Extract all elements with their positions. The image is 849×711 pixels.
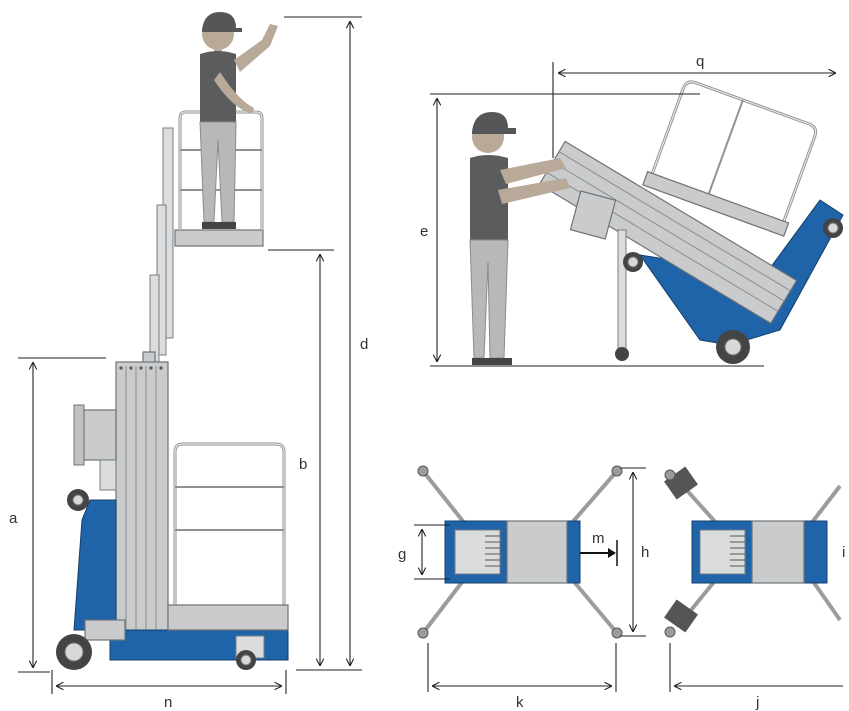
operator-figure-elevated (199, 12, 278, 229)
label-h: h (641, 544, 649, 561)
label-n: n (164, 694, 172, 711)
label-d: d (360, 336, 368, 353)
label-g: g (398, 546, 406, 563)
side-view-lift (56, 110, 289, 670)
dimension-g: g (398, 524, 450, 580)
label-m: m (592, 530, 605, 547)
dimension-m: m (580, 530, 618, 566)
label-e: e (420, 223, 428, 240)
label-a: a (9, 510, 18, 527)
dimension-q: q (552, 53, 836, 158)
label-q: q (696, 53, 704, 70)
label-j: j (755, 694, 759, 711)
tilted-lift (538, 80, 844, 364)
label-k: k (516, 694, 524, 711)
dimension-h: h (620, 467, 649, 637)
label-b: b (299, 456, 307, 473)
top-view-alt-lift (664, 466, 842, 638)
dimension-a: a (9, 357, 106, 673)
dimension-e: e (420, 93, 764, 367)
dimension-n: n (51, 670, 287, 711)
dimension-j: j (669, 643, 843, 711)
dimension-b: b (268, 249, 334, 671)
dimension-k: k (427, 643, 617, 711)
dimension-d: d (284, 16, 368, 671)
top-view-lift (417, 465, 623, 639)
operator-figure-pushing (469, 112, 570, 365)
label-i: i (842, 544, 845, 561)
